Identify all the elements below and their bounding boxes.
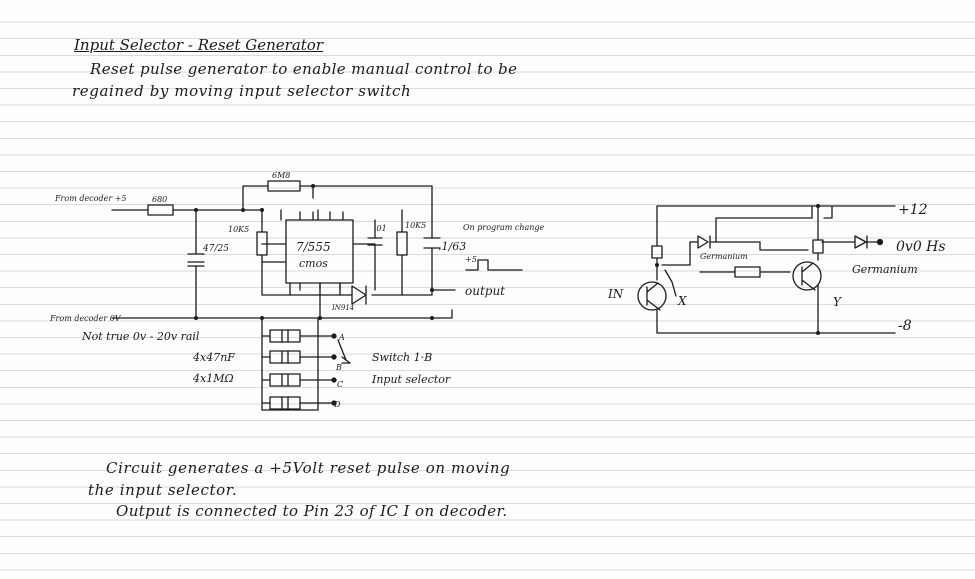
label-program-change: On program change: [463, 223, 545, 232]
label-output: output: [465, 284, 505, 298]
label-node-x: X: [677, 294, 687, 308]
diode-germanium-2: [854, 235, 868, 249]
label-r-left: 10K5: [228, 225, 249, 234]
label-minus8: -8: [898, 318, 912, 334]
wire-ic-body: [261, 247, 456, 296]
resistor-10k5-left: [256, 231, 268, 256]
right-junctions: [655, 204, 820, 335]
wire-cap-bank-right: [299, 317, 351, 411]
capacitor-47-25: [187, 253, 205, 267]
capacitor-001: [367, 237, 383, 246]
label-pulse: +5: [465, 255, 477, 264]
label-c-electrolytic: 47/25: [202, 244, 229, 254]
wire-right-f: [821, 205, 879, 243]
resistor-680: [147, 204, 174, 216]
label-pos-b: B: [335, 363, 342, 372]
pulse-waveform: [465, 259, 523, 271]
label-diode: IN914: [331, 304, 354, 312]
capacitor-output: [423, 237, 441, 249]
label-pos-c: C: [337, 380, 343, 389]
label-r-right: 10K5: [405, 221, 426, 230]
label-germanium-1: Germanium: [700, 252, 748, 261]
label-input: IN: [607, 287, 624, 301]
label-output-right: 0v0 Hs: [896, 239, 946, 255]
label-cap-bank-1: 4x47nF: [192, 351, 235, 364]
label-pos-d: D: [333, 400, 341, 409]
transistor-input: [637, 281, 667, 311]
resistor-right-2: [734, 266, 761, 278]
label-cap-bank-2: 4x1MΩ: [192, 372, 234, 385]
label-from-decoder-0v: From decoder 0V: [49, 314, 122, 323]
wire-right-b: [661, 241, 809, 266]
label-node-y: Y: [833, 295, 842, 309]
footer-note-1: Circuit generates a +5Volt reset pulse o…: [106, 459, 511, 477]
label-germanium-2: Germanium: [852, 263, 918, 276]
left-schematic: From decoder +5 680 6M8 10K5 10K5 47/25 …: [49, 171, 545, 411]
label-plus12: +12: [898, 202, 928, 218]
footer-note-2: the input selector.: [88, 481, 238, 499]
page-title: Input Selector - Reset Generator: [74, 36, 323, 54]
output-terminal: [876, 238, 884, 246]
ic-pins: [299, 211, 344, 291]
resistor-right-3: [812, 239, 824, 254]
selector-switch: [331, 333, 351, 406]
diode-germanium-1: [697, 235, 711, 249]
resistor-10k5-right: [396, 231, 408, 256]
label-switch: Switch 1·B: [372, 351, 432, 364]
wire-gnd-rail: [111, 309, 453, 319]
wire-top-right: [299, 185, 433, 239]
transistor-output: [792, 261, 822, 291]
footer-note-3: Output is connected to Pin 23 of IC I on…: [116, 502, 508, 520]
wire-right-d: [715, 205, 813, 243]
label-from-decoder-plus5: From decoder +5: [54, 194, 127, 203]
label-ic-family: cmos: [299, 257, 328, 270]
label-r-input: 680: [152, 195, 167, 204]
label-pos-a: A: [338, 333, 345, 342]
wire-right-g: [664, 269, 677, 297]
description-line-2: regained by moving input selector switch: [72, 82, 412, 100]
label-c-output: .1/63: [438, 240, 466, 253]
label-ic-type: 7/555: [296, 240, 331, 254]
diode-in914: [351, 285, 367, 305]
wire-ic-bottom: [289, 282, 341, 319]
resistor-right-1: [651, 245, 663, 259]
label-r-top: 6M8: [272, 171, 290, 180]
label-switch-desc: Input selector: [371, 373, 451, 386]
wire-cap-bank: [261, 317, 319, 411]
resistor-6m8: [267, 180, 301, 192]
wire-top-left: [242, 185, 269, 211]
capacitor-bank: [269, 329, 301, 410]
label-rail-note: Not true 0v - 20v rail: [81, 330, 200, 343]
right-schematic: +12 -8 0v0 Hs Germanium Germanium IN X Y: [607, 202, 946, 335]
description-line-1: Reset pulse generator to enable manual c…: [90, 60, 518, 78]
wire-ic-left-pins: [261, 243, 376, 263]
label-c-small: .01: [374, 224, 387, 233]
junction-dots: [194, 184, 434, 320]
